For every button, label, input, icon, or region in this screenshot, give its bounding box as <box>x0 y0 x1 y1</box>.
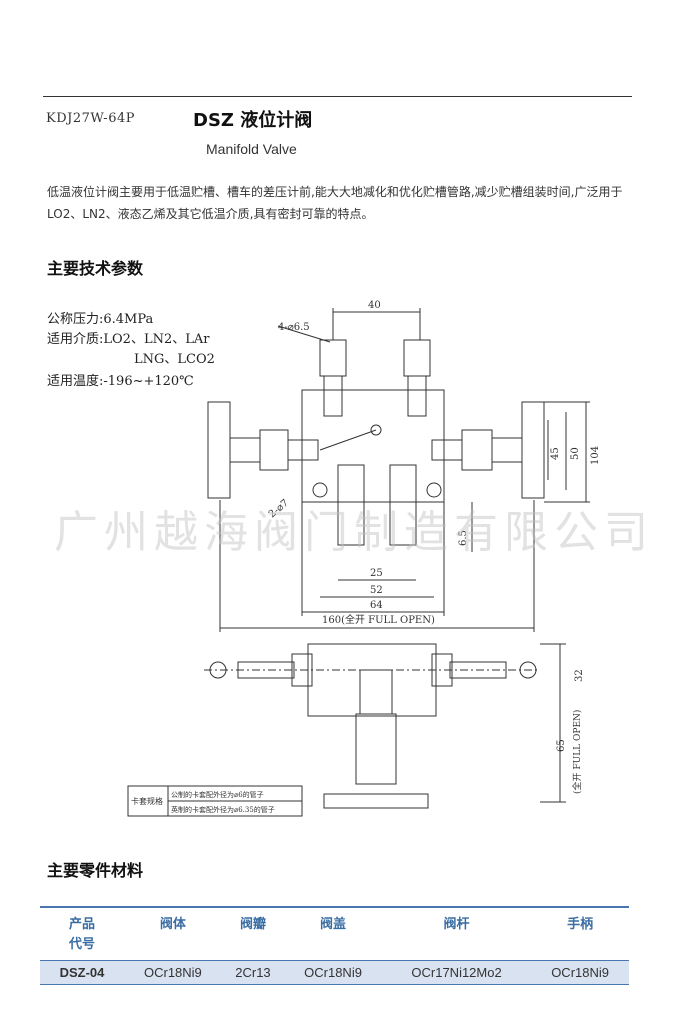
dim-32: 32 <box>574 669 585 682</box>
dim-40: 40 <box>368 300 381 311</box>
dim-104: 104 <box>590 446 601 465</box>
cell-body: OCr18Ni9 <box>124 960 222 985</box>
tech-params-heading: 主要技术参数 <box>47 259 144 278</box>
header-disc: 阀瓣 <box>221 906 285 961</box>
product-description: 低温液位计阀主要用于低温贮槽、槽车的差压计前,能大大地减化和优化贮槽管路,减少贮… <box>47 185 623 221</box>
dim-6-5: 6.5 <box>458 530 469 546</box>
ferrule-line1: 公制的卡套配外径为⌀6的管子 <box>171 790 264 799</box>
dim-holes: 4-⌀6.5 <box>278 322 310 333</box>
dim-64: 64 <box>370 600 383 611</box>
cell-stem: OCr17Ni12Mo2 <box>381 960 532 985</box>
ferrule-line2: 英制的卡套配外径为⌀6.35的管子 <box>171 805 275 814</box>
spec-media: 适用介质:LO2、LN2、LAr <box>47 332 210 347</box>
dim-160: 160(全开 FULL OPEN) <box>322 613 435 626</box>
dim-45: 45 <box>550 447 561 460</box>
materials-header-row: 产品 代号 阀体 阀瓣 阀盖 阀杆 手柄 <box>40 906 629 961</box>
valve-body-top <box>301 389 445 503</box>
page-title: DSZ 液位计阀 <box>193 110 313 131</box>
valve-body-side <box>307 643 437 717</box>
ferrule-label: 卡套规格 <box>131 796 163 806</box>
left-handwheel <box>207 401 231 499</box>
table-row: DSZ-04 OCr18Ni9 2Cr13 OCr18Ni9 OCr17Ni12… <box>40 960 629 985</box>
header-stem: 阀杆 <box>381 906 532 961</box>
header-handle: 手柄 <box>531 906 629 961</box>
top-rule <box>43 96 632 97</box>
cell-handle: OCr18Ni9 <box>531 960 629 985</box>
header-bonnet: 阀盖 <box>284 906 382 961</box>
materials-heading: 主要零件材料 <box>47 861 144 880</box>
spec-pressure: 公称压力:6.4MPa <box>47 312 154 327</box>
dim-25: 25 <box>370 568 383 579</box>
cell-disc: 2Cr13 <box>221 960 285 985</box>
model-code: KDJ27W-64P <box>46 111 135 126</box>
right-handwheel <box>521 401 545 499</box>
header-product-code: 产品 代号 <box>40 906 124 961</box>
cell-product-code: DSZ-04 <box>40 960 124 985</box>
cell-bonnet: OCr18Ni9 <box>284 960 382 985</box>
dim-50: 50 <box>570 447 581 460</box>
company-watermark: 广州越海阀门制造有限公司 <box>54 507 654 558</box>
dim-52: 52 <box>370 585 383 596</box>
dim-full-open-vertical: (全开 FULL OPEN) <box>571 710 583 794</box>
header-body: 阀体 <box>124 906 222 961</box>
spec-temperature: 适用温度:-196~+120℃ <box>47 374 194 389</box>
technical-drawing: 40 4-⌀6.5 45 50 104 2-⌀7 6.5 25 52 64 16… <box>127 300 601 817</box>
spec-media-cont: LNG、LCO2 <box>134 352 215 367</box>
materials-table: 产品 代号 阀体 阀瓣 阀盖 阀杆 手柄 DSZ-04 OCr18Ni9 2Cr… <box>40 906 629 985</box>
page-subtitle: Manifold Valve <box>206 141 297 157</box>
dim-65: 65 <box>556 739 567 752</box>
